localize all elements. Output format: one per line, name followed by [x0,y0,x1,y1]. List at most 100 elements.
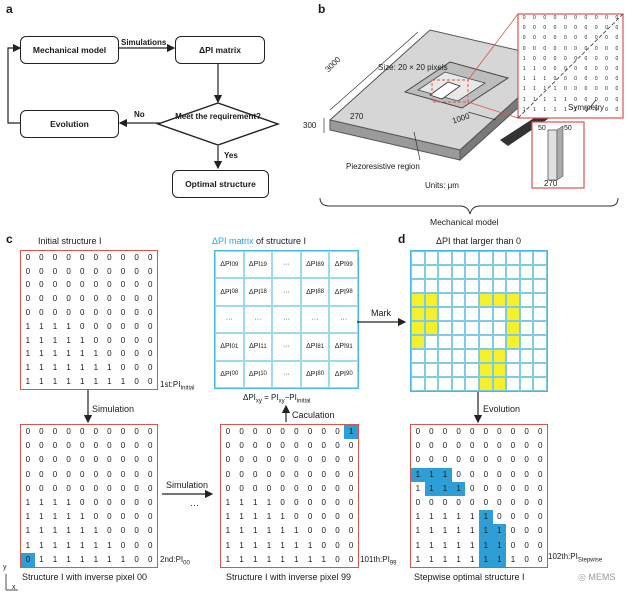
grid-cell: 0 [147,377,153,387]
grid-cell: 1 [280,512,285,522]
grid-cell: 0 [120,321,126,331]
grid-cell: 0 [280,441,285,451]
mechanical-model-caption: Mechanical model [430,217,499,227]
grid-cell: 0 [524,483,529,493]
marked-cell [465,335,479,349]
grid-cell: 0 [93,469,99,479]
marked-cell [492,363,507,377]
third-pi-label: 101th:PI99 [360,555,397,567]
grid-cell: 0 [321,512,326,522]
marked-cell [533,363,547,377]
grid-cell: 0 [52,469,58,479]
inset-cell: 0 [553,15,557,21]
grid-cell: 1 [253,540,258,550]
grid-cell: 0 [134,498,139,508]
grid-cell: 0 [21,552,35,567]
inset-cell: 0 [615,106,619,113]
inset-cell: 1 [522,65,526,72]
grid-cell: 1 [39,377,44,387]
inset-cell: 0 [553,45,557,52]
inset-cell: 1 [574,106,578,113]
positive-dpi-grid [410,250,548,392]
grid-cell: 0 [266,427,272,437]
grid-cell: 0 [469,498,475,508]
grid-cell: 0 [147,308,153,318]
inset-cell: 0 [543,65,547,72]
inset-cell: 0 [563,25,567,32]
grid-cell: 0 [348,540,354,550]
grid-cell: 0 [537,498,543,508]
grid-cell: 0 [134,512,139,522]
grid-cell: 1 [93,554,99,564]
pi-matrix-cell: ··· [300,305,330,334]
grid-cell: 0 [239,469,244,479]
grid-cell: 0 [321,427,326,437]
grid-cell: 1 [107,554,112,564]
grid-cell: 1 [415,554,421,564]
grid-cell: 0 [147,363,153,373]
grid-cell: 1 [66,321,71,331]
decision-diamond [155,102,281,146]
inset-cell: 0 [574,96,578,103]
grid-cell: 0 [25,455,31,465]
grid-cell: 1 [52,335,58,345]
grid-cell: 1 [79,512,85,522]
grid-cell: 0 [415,498,421,508]
marked-cell [519,349,534,363]
grid-cell: 0 [294,498,299,508]
inset-cell: 0 [605,96,608,103]
grid-cell: 1 [39,498,44,508]
grid-cell: 1 [66,377,71,387]
grid-cell: 0 [307,455,313,465]
inset-cell: 1 [563,96,567,103]
grid-cell: 0 [510,512,516,522]
grid-cell: 1 [307,540,313,550]
grid-cell: 0 [120,441,126,451]
grid-cell: 1 [79,349,85,359]
grid-cell: 0 [52,308,58,318]
grid-cell: 1 [239,512,244,522]
grid-cell: 0 [93,441,99,451]
grid-cell: 1 [25,363,31,373]
grid-cell: 0 [469,441,475,451]
grid-cell: 0 [120,280,126,290]
grid-cell: 0 [79,266,85,276]
marked-cell [492,321,507,335]
grid-cell: 0 [93,427,99,437]
grid-cell: 0 [280,483,285,493]
grid-cell: 0 [321,540,326,550]
grid-cell: 1 [239,540,244,550]
grid-cell: 0 [429,441,434,451]
inset-cell: 0 [574,65,578,72]
marked-cell [465,321,479,335]
flowchart-connectors [7,43,281,170]
grid-cell: 1 [469,540,475,550]
grid-cell: 0 [266,469,272,479]
grid-cell: 0 [497,512,502,522]
grid-cell: 0 [348,483,354,493]
grid-cell: 0 [134,363,139,373]
grid-cell: 1 [280,526,285,536]
grid-cell: 0 [294,512,299,522]
grid-cell: 0 [66,455,71,465]
inset-cell: 0 [605,65,608,72]
marked-cell [424,321,439,335]
marked-cell [424,335,439,349]
grid-cell: 1 [39,363,44,373]
dim-300: 300 [303,121,317,130]
panel-label-d: d [398,232,406,246]
grid-cell: 0 [497,427,502,437]
grid-cell: 0 [225,441,231,451]
marked-cell [519,293,534,307]
dim-50-a: 50 [538,125,546,132]
grid-cell: 0 [483,455,489,465]
grid-cell: 0 [456,455,461,465]
marked-cell [451,349,466,363]
grid-cell: 1 [415,483,421,493]
second-pi-label: 2nd:PI00 [160,555,190,567]
grid-cell: 0 [79,455,85,465]
grid-cell: 1 [429,526,434,536]
grid-cell: 0 [483,498,489,508]
grid-cell: 0 [79,308,85,318]
grid-cell: 1 [79,377,85,387]
